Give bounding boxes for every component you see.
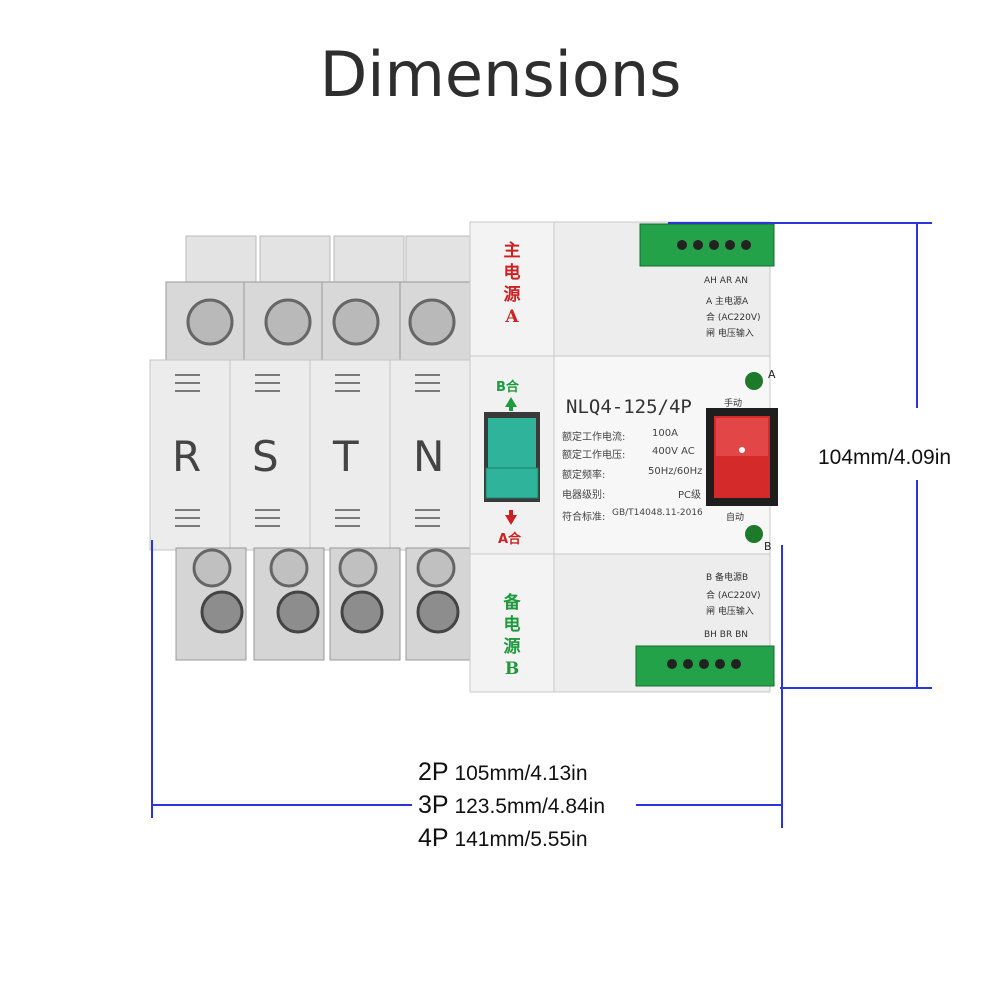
spec-value: 100A [652,428,678,439]
indicator-b-label: B [764,540,772,553]
spec-name: 额定工作电压: [562,450,626,461]
width-dimension-row: 4P 141mm/5.55in [418,824,588,853]
rocker-switch [706,408,778,506]
backup-source-label: 备 电 源 B [501,592,523,680]
terminal-a-line-2: 合 (AC220V) [706,313,761,323]
width-value: 105mm/4.13in [454,762,588,785]
pole-count: 2P [418,758,449,786]
backup-source-char-1: 备 [503,593,521,613]
spec-value: 400V AC [652,446,695,457]
backup-source-char-3: 源 [503,637,521,657]
width-dimension-row: 3P 123.5mm/4.84in [418,791,605,820]
pole-housings [149,359,471,551]
pole-label-n: N [413,432,445,481]
terminal-b-line-2: 合 (AC220V) [706,591,761,601]
main-source-char-2: 电 [503,263,521,283]
width-value: 123.5mm/4.84in [454,795,606,818]
auto-label: 自动 [726,513,745,523]
switch-b-label: B合 [496,380,519,395]
height-dimension-label: 104mm/4.09in [818,446,952,469]
terminal-b-line-1: B 备电源B [706,573,749,583]
pole-label-s: S [252,432,279,481]
indicator-b-light [745,525,763,543]
spec-value: 50Hz/60Hz [648,466,703,477]
pole-label-t: T [333,432,359,481]
spec-name: 电器级别: [562,490,606,501]
spec-value: GB/T14048.11-2016 [612,508,703,518]
width-dimension-row: 2P 105mm/4.13in [418,758,588,787]
terminal-a-line-1: A 主电源A [706,297,749,307]
main-source-label: 主 电 源 A [501,240,523,328]
spec-name: 额定频率: [562,470,606,481]
terminal-a-line-3: 闸 电压输入 [706,329,754,339]
top-screw-terminals [165,281,473,363]
page-title: Dimensions [319,38,682,111]
terminal-block-a [639,223,775,267]
switch-a-label: A合 [498,532,522,547]
terminal-b-codes: BH BR BN [704,630,748,640]
spec-name: 符合标准: [562,512,606,523]
spec-name: 额定工作电流: [562,432,626,443]
main-source-char-3: 源 [503,285,521,305]
spec-value: PC级 [678,490,702,501]
terminal-a-codes: AH AR AN [704,276,748,286]
model-number: NLQ4-125/4P [566,396,692,418]
pole-label-r: R [172,432,202,481]
lever-switch [484,397,540,525]
height-dimension-line [668,222,932,689]
width-dimension-line [151,540,783,828]
pole-count: 3P [418,791,449,819]
bottom-screw-terminals [175,547,471,661]
indicator-a-label: A [768,368,776,381]
width-value: 141mm/5.55in [454,828,588,851]
manual-label: 手动 [724,399,743,409]
backup-source-char-2: 电 [503,615,521,635]
indicator-a-light [745,372,763,390]
terminal-block-b [635,645,775,687]
main-source-char-4: A [505,307,519,327]
terminal-b-line-3: 闸 电压输入 [706,607,754,617]
pole-count: 4P [418,824,449,852]
backup-source-char-4: B [504,659,520,679]
main-source-char-1: 主 [503,241,521,261]
